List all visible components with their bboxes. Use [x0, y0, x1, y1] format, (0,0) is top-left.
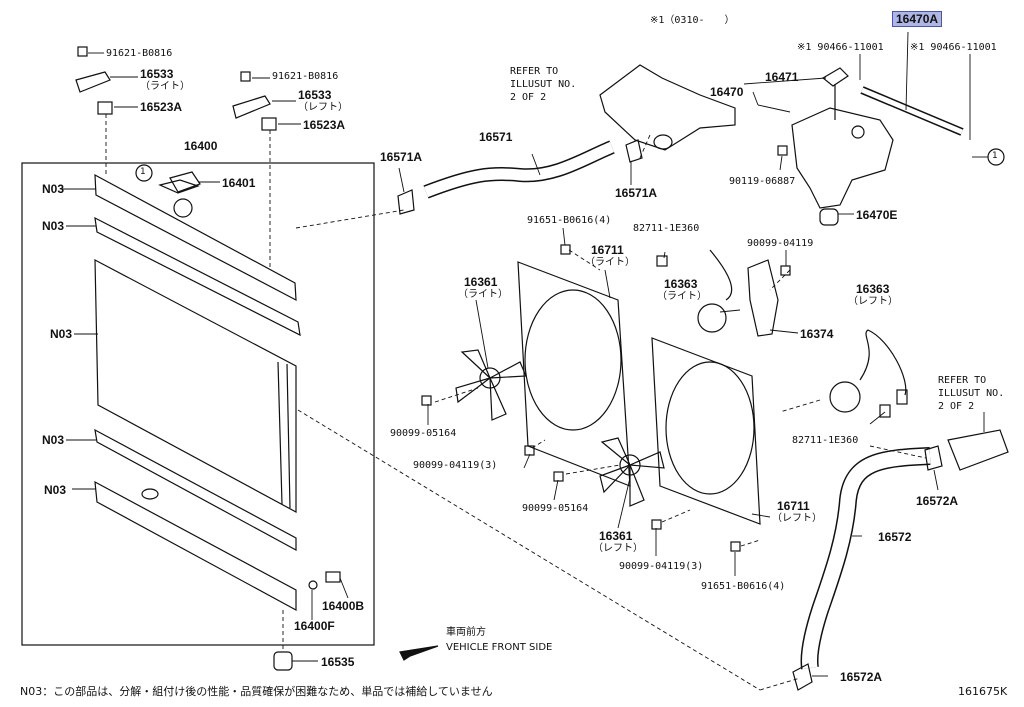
part-16711-left[interactable]: 16711 [777, 499, 810, 513]
part-16374[interactable]: 16374 [800, 327, 834, 341]
cushion-16470E [819, 208, 839, 226]
highlighted-part-16470A[interactable]: 16470A [892, 11, 943, 27]
part-16571A-right[interactable]: 16571A [615, 186, 658, 200]
cushion-16523A-right [261, 117, 277, 131]
part-16533-left[interactable]: 16533 [298, 88, 332, 102]
clamp-16572A-top [924, 445, 943, 471]
part-90099-05164-b[interactable]: 90099-05164 [522, 503, 589, 514]
part-16533-left-side: （レフト） [298, 102, 348, 113]
part-16572[interactable]: 16572 [878, 530, 912, 544]
fan-shroud-left [651, 337, 761, 525]
part-91651-B0616-top[interactable]: 91651-B0616(4) [527, 215, 612, 226]
part-16571A-left[interactable]: 16571A [380, 150, 423, 164]
vehicle-front-arrow [399, 645, 439, 661]
refer-note-1-line1: REFER TO [510, 66, 559, 77]
refer-note-2-line2: ILLUSUT NO. [938, 388, 1005, 399]
vehicle-front-jp: 車両前方 [446, 627, 486, 638]
series-note: ※1（0310- ） [650, 15, 735, 26]
part-16470[interactable]: 16470 [710, 85, 744, 99]
fan-shroud-right [517, 261, 631, 487]
refer-note-2-line3: 2 OF 2 [938, 401, 975, 412]
part-91651-B0616-bottom[interactable]: 91651-B0616(4) [701, 581, 786, 592]
part-16572A-bottom[interactable]: 16572A [840, 670, 883, 684]
n03-label-3[interactable]: N03 [50, 327, 73, 341]
part-16711-right[interactable]: 16711 [591, 243, 624, 257]
part-16535[interactable]: 16535 [321, 655, 355, 669]
part-16400[interactable]: 16400 [184, 139, 218, 153]
clamp-16571A-left [397, 189, 415, 215]
part-16400B[interactable]: 16400B [322, 599, 365, 613]
radiator-assembly-box [21, 162, 375, 646]
part-91621-B0816-right[interactable]: 91621-B0816 [106, 48, 173, 59]
part-16361-left[interactable]: 16361 [599, 529, 633, 543]
ref-circle-right-label: 1 [992, 151, 998, 161]
refer-note-2-line1: REFER TO [938, 375, 987, 386]
part-90466-11001-right[interactable]: ※1 90466-11001 [910, 42, 997, 53]
water-outlet [599, 64, 736, 151]
fan-motor-left [829, 381, 861, 413]
part-16711-right-side: （ライト） [585, 257, 635, 268]
n03-label-1[interactable]: N03 [42, 182, 65, 196]
part-90099-04119-top[interactable]: 90099-04119 [747, 238, 814, 249]
part-91621-B0816-left[interactable]: 91621-B0816 [272, 71, 339, 82]
fan-bracket-16374 [747, 259, 779, 337]
clamp-16571A-right [625, 139, 643, 163]
part-16363-left[interactable]: 16363 [856, 282, 890, 296]
part-82711-1E360-bottom[interactable]: 82711-1E360 [792, 435, 859, 446]
part-16533-right[interactable]: 16533 [140, 67, 174, 81]
part-16470E[interactable]: 16470E [856, 208, 898, 222]
part-16361-right-side: （ライト） [458, 289, 508, 300]
part-90099-05164-a[interactable]: 90099-05164 [390, 428, 457, 439]
ref-circle-left-label: 1 [140, 167, 146, 177]
part-16711-left-side: （レフト） [772, 513, 822, 524]
part-16361-left-side: （レフト） [593, 543, 643, 554]
part-16533-right-side: （ライト） [140, 81, 190, 92]
part-90119-06887[interactable]: 90119-06887 [729, 176, 796, 187]
cushion-16523A-left [97, 101, 113, 115]
n03-label-2[interactable]: N03 [42, 219, 65, 233]
part-16572A-top[interactable]: 16572A [916, 494, 959, 508]
part-16363-right-side: （ライト） [657, 291, 707, 302]
radiator-lower-tank [94, 480, 297, 612]
reservoir-cap-16471 [821, 67, 849, 87]
part-16571[interactable]: 16571 [479, 130, 513, 144]
reservoir-tank [791, 107, 894, 209]
n03-label-5[interactable]: N03 [44, 483, 67, 497]
radiator-core [94, 258, 297, 514]
part-16363-right[interactable]: 16363 [664, 277, 698, 291]
footer-note: N03：この部品は、分解・組付け後の性能・品質確保が困難なため、単品では補給して… [20, 685, 493, 698]
upper-gasket [94, 216, 301, 337]
refer-note-1-line2: ILLUSUT NO. [510, 79, 577, 90]
part-90099-04119-3-b[interactable]: 90099-04119(3) [619, 561, 704, 572]
radiator-support-bracket-left [232, 95, 271, 119]
refer-note-1-line3: 2 OF 2 [510, 92, 547, 103]
radiator-support-bracket-right [75, 71, 111, 93]
figure-id: 161675K [958, 685, 1008, 698]
part-16523A-left[interactable]: 16523A [140, 100, 183, 114]
lower-gasket [94, 428, 297, 552]
part-82711-1E360-top[interactable]: 82711-1E360 [633, 223, 700, 234]
part-16471[interactable]: 16471 [765, 70, 799, 84]
radiator-upper-tank [94, 173, 297, 302]
cushion-16535 [273, 651, 293, 671]
ref-circle-left [135, 164, 153, 182]
n03-label-4[interactable]: N03 [42, 433, 65, 447]
vehicle-front-en: VEHICLE FRONT SIDE [446, 642, 553, 653]
fan-motor-right [697, 303, 727, 333]
part-16400F[interactable]: 16400F [294, 619, 335, 633]
part-16401[interactable]: 16401 [222, 176, 256, 190]
clamp-16572A-bottom [792, 663, 813, 691]
part-16361-right[interactable]: 16361 [464, 275, 498, 289]
part-90466-11001-left[interactable]: ※1 90466-11001 [797, 42, 884, 53]
radiator-cap [158, 179, 200, 194]
part-16523A-right[interactable]: 16523A [303, 118, 346, 132]
water-inlet [947, 429, 1009, 471]
part-90099-04119-3-a[interactable]: 90099-04119(3) [413, 460, 498, 471]
part-16363-left-side: （レフト） [848, 296, 898, 307]
radiator-filler-neck [173, 198, 193, 218]
